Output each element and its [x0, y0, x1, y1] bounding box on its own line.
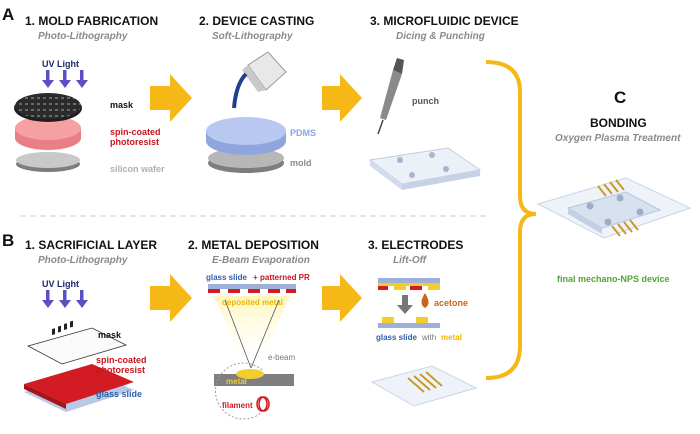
pouring-cup — [232, 51, 287, 109]
final-device-label: final mechano-NPS device — [557, 274, 670, 284]
metal-label-b3: metal — [441, 333, 462, 342]
metal-label-b2: metal — [226, 377, 247, 386]
liftoff-glass-bottom — [378, 323, 440, 328]
uv-arrows-b — [42, 290, 88, 308]
photomask — [15, 93, 81, 119]
liftoff-glass-top — [378, 278, 440, 283]
step-a1-subtitle: Photo-Lithography — [38, 31, 128, 42]
step-b2-subtitle: E-Beam Evaporation — [212, 255, 310, 266]
step-b3-title: 3. ELECTRODES — [368, 238, 463, 252]
pdms-label: PDMS — [290, 128, 316, 138]
step-a3-subtitle: Dicing & Punching — [396, 31, 485, 42]
flow-arrow-a2-a3 — [322, 74, 362, 122]
mask-label-a: mask — [110, 100, 134, 110]
silicon-wafer — [16, 152, 80, 168]
patterned-pr-label: patterned PR — [260, 273, 310, 282]
step-b2-title: 2. METAL DEPOSITION — [188, 238, 319, 252]
photoresist-label-a2: photoresist — [110, 137, 159, 147]
glass-slide-label-b: glass slide — [96, 389, 142, 399]
uv-light-label-b: UV Light — [42, 279, 79, 289]
flow-arrow-a1-a2 — [150, 74, 192, 122]
step-b3-subtitle: Lift-Off — [393, 255, 428, 266]
bonding-subtitle: Oxygen Plasma Treatment — [555, 133, 681, 144]
section-label-b: B — [2, 231, 14, 250]
e-beam-label: e-beam — [268, 353, 295, 362]
photomask-b — [26, 327, 128, 365]
plus-sign: + — [253, 273, 258, 282]
step-a1-title: 1. MOLD FABRICATION — [25, 14, 158, 28]
step-a2-subtitle: Soft-Lithography — [212, 31, 293, 42]
with-label: with — [421, 333, 436, 342]
acetone-drop-icon — [421, 293, 429, 308]
liftoff-electrodes — [382, 317, 428, 323]
microfluidic-chip — [368, 147, 482, 190]
glass-slide-label-b3: glass slide — [376, 333, 417, 342]
filament-label: filament — [222, 401, 253, 410]
step-a3-title: 3. MICROFLUIDIC DEVICE — [370, 14, 519, 28]
flow-arrow-b2-b3 — [322, 274, 362, 322]
mask-label-b: mask — [98, 330, 122, 340]
photoresist-label-b1: spin-coated — [96, 355, 147, 365]
vapor-plume — [214, 296, 290, 368]
mold-label: mold — [290, 158, 312, 168]
uv-light-label-a: UV Light — [42, 59, 79, 69]
glass-slide-label-b2: glass slide — [206, 273, 247, 282]
deposition-rays — [224, 299, 280, 369]
merge-brace — [485, 60, 537, 380]
step-a2-title: 2. DEVICE CASTING — [199, 14, 314, 28]
punch-tool — [377, 58, 404, 135]
bonding-title: BONDING — [590, 116, 647, 130]
e-beam-path — [214, 362, 263, 420]
photoresist-layer-b — [24, 364, 134, 404]
final-device — [536, 177, 692, 239]
section-label-a: A — [2, 5, 14, 24]
silicon-wafer-label: silicon wafer — [110, 164, 165, 174]
photoresist-layer — [15, 116, 81, 140]
substrate-glass — [208, 284, 296, 289]
step-b1-title: 1. SACRIFICIAL LAYER — [25, 238, 157, 252]
punch-label: punch — [412, 96, 439, 106]
step-b1-subtitle: Photo-Lithography — [38, 255, 128, 266]
liftoff-layers-top — [378, 283, 440, 290]
mask-pattern-b — [52, 320, 73, 336]
patterned-pr — [208, 289, 296, 293]
photoresist-label-a1: spin-coated — [110, 127, 161, 137]
uv-arrows-a — [42, 70, 88, 88]
acetone-label: acetone — [434, 298, 468, 308]
filament-coil — [256, 396, 270, 412]
flow-arrow-b1-b2 — [150, 274, 192, 322]
metal-source — [236, 369, 264, 379]
deposited-metal-label: deposited metal — [222, 298, 283, 307]
electrode-slide — [370, 365, 478, 407]
pdms-layer — [206, 117, 286, 145]
section-label-c: C — [614, 88, 626, 107]
crucible — [214, 374, 294, 386]
photoresist-label-b2: photoresist — [96, 365, 145, 375]
liftoff-down-arrow — [397, 295, 413, 314]
